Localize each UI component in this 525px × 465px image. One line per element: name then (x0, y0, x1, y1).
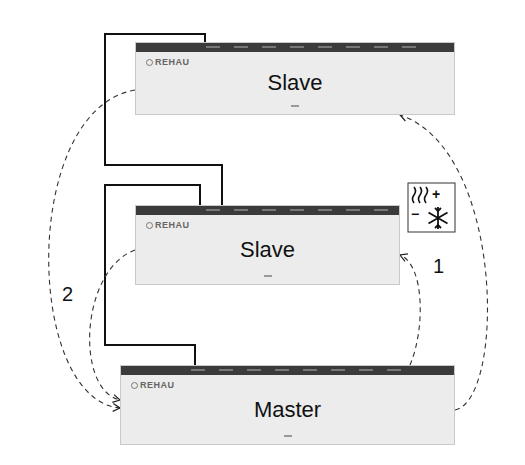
brand-name: REHAU (140, 380, 175, 390)
status-led (291, 105, 299, 107)
symbol-frame (408, 183, 455, 232)
unit-role: Slave (240, 237, 295, 263)
minus-sign: − (411, 207, 419, 221)
callout-number: 1 (433, 256, 444, 276)
logo-ring (146, 59, 153, 66)
callout-number: 2 (62, 284, 73, 304)
terminal-strip (121, 366, 454, 375)
signal-arrow (49, 90, 135, 408)
status-led (284, 435, 292, 437)
brand-logo: REHAU (146, 220, 190, 230)
status-led (264, 275, 272, 277)
unit-label-area: Master (121, 375, 454, 444)
logo-ring (131, 382, 138, 389)
controller-unit: REHAU Slave (135, 205, 400, 285)
logo-ring (146, 222, 153, 229)
heat-waves (413, 187, 428, 203)
controller-unit: REHAU Slave (135, 42, 455, 115)
unit-label-area: Slave (136, 215, 399, 284)
brand-name: REHAU (155, 220, 190, 230)
snowflake (429, 207, 448, 229)
unit-role: Slave (267, 70, 322, 96)
unit-role: Master (254, 397, 321, 423)
controller-unit: REHAU Master (120, 365, 455, 445)
brand-logo: REHAU (131, 380, 175, 390)
terminal-strip (136, 206, 399, 215)
brand-logo: REHAU (146, 57, 190, 67)
unit-label-area: Slave (136, 52, 454, 114)
terminal-strip (136, 43, 454, 52)
brand-name: REHAU (155, 57, 190, 67)
signal-arrow (400, 255, 420, 365)
plus-sign: + (432, 187, 440, 201)
